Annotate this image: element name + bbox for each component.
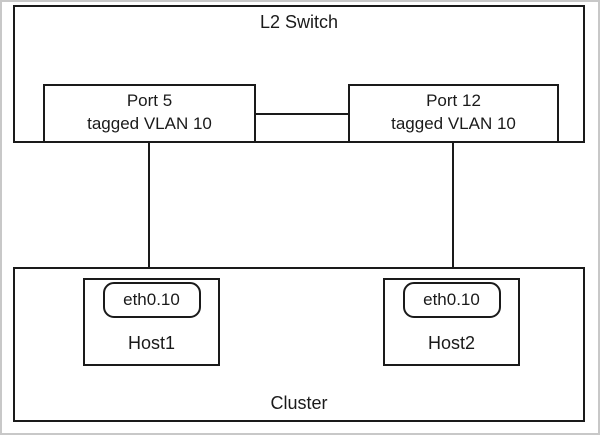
host2-uplink-line [452, 143, 454, 282]
port5-box: Port 5 tagged VLAN 10 [43, 84, 256, 143]
port5-name: Port 5 [126, 91, 173, 110]
cluster-label: Cluster [270, 393, 328, 413]
port12-name: Port 12 [426, 91, 481, 110]
inter-port-link-line [256, 113, 350, 115]
port12-box: Port 12 tagged VLAN 10 [348, 84, 559, 143]
port5-vlan-tag: tagged VLAN 10 [87, 114, 212, 133]
l2-switch-box: L2 Switch Port 5 tagged VLAN 10 Port 12 … [13, 5, 585, 143]
host1-vlan-interface-badge: eth0.10 [102, 282, 201, 318]
cluster-box: eth0.10 Host1 eth0.10 Host2 Cluster [13, 267, 585, 422]
l2-switch-label: L2 Switch [259, 12, 339, 32]
host2-label: Host2 [427, 333, 476, 353]
host2-vlan-interface-badge: eth0.10 [402, 282, 501, 318]
port12-vlan-tag: tagged VLAN 10 [391, 114, 516, 133]
host2-box: eth0.10 Host2 [383, 278, 520, 366]
host1-label: Host1 [127, 333, 176, 353]
host1-box: eth0.10 Host1 [83, 278, 220, 366]
host1-uplink-line [148, 143, 150, 282]
